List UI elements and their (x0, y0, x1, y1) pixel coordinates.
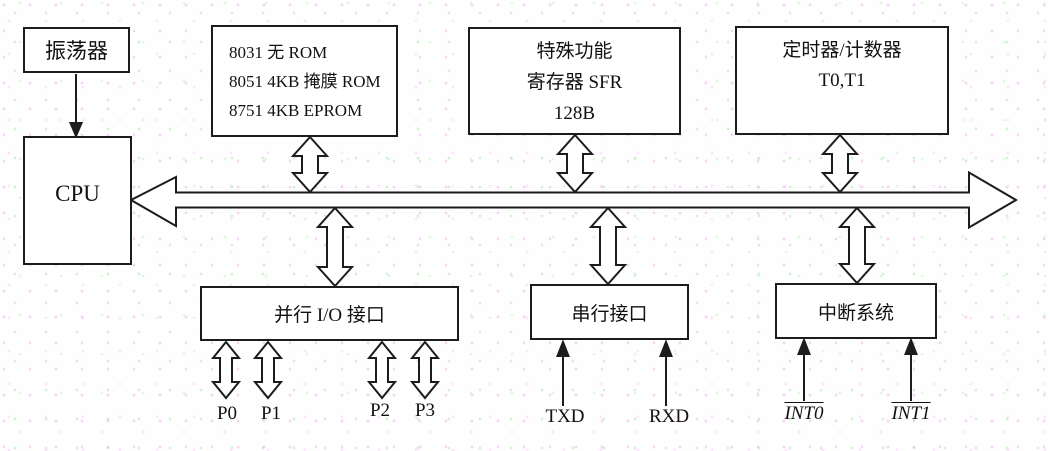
timer-line-1: 定时器/计数器 (782, 40, 902, 61)
int0-label: INT0 (784, 403, 824, 424)
rom-line-3: 8751 4KB EPROM (229, 101, 363, 120)
port-p3-double-arrow-icon (409, 340, 441, 400)
port-p3-label: P3 (414, 400, 436, 421)
cpu-box: CPU (23, 136, 132, 265)
rom-bus-double-arrow-icon (290, 135, 330, 194)
sfr-box: 特殊功能 寄存器 SFR 128B (468, 27, 681, 135)
serial-interface-label: 串行接口 (571, 303, 648, 325)
timer-counter-box: 定时器/计数器 T0,T1 (735, 26, 949, 135)
int0-input-arrow-icon (797, 337, 811, 401)
sfr-line-3: 128B (553, 103, 596, 124)
parallel-io-box: 并行 I/O 接口 (200, 286, 459, 341)
rom-line-2: 8051 4KB 掩膜 ROM (229, 72, 381, 91)
rom-line-1: 8031 无 ROM (229, 43, 328, 62)
port-p0-label: P0 (216, 403, 238, 424)
interrupt-system-box: 中断系统 (775, 283, 937, 339)
cpu-label: CPU (55, 180, 100, 206)
txd-label: TXD (545, 406, 585, 427)
int1-label: INT1 (891, 403, 931, 424)
parallel-io-label: 并行 I/O 接口 (274, 305, 385, 326)
system-bus-double-arrow-icon (128, 170, 1018, 230)
rom-box: 8031 无 ROM 8051 4KB 掩膜 ROM 8751 4KB EPRO… (211, 25, 398, 137)
oscillator-box: 振荡器 (23, 27, 130, 73)
timer-line-2: T0,T1 (818, 70, 866, 91)
port-p0-double-arrow-icon (210, 340, 242, 400)
oscillator-cpu-arrow-icon (68, 74, 84, 139)
port-p1-label: P1 (260, 403, 282, 424)
oscillator-label: 振荡器 (45, 39, 108, 63)
sfr-bus-double-arrow-icon (555, 133, 595, 194)
int1-input-arrow-icon (904, 337, 918, 401)
rxd-input-arrow-icon (659, 339, 673, 406)
sfr-line-2: 寄存器 SFR (526, 72, 623, 93)
timer-bus-double-arrow-icon (820, 133, 860, 194)
interrupt-system-label: 中断系统 (817, 302, 894, 324)
txd-input-arrow-icon (556, 339, 570, 406)
port-p1-double-arrow-icon (252, 340, 284, 400)
serial-bus-double-arrow-icon (588, 206, 628, 286)
serial-interface-box: 串行接口 (530, 284, 689, 340)
port-p2-double-arrow-icon (366, 340, 398, 400)
interrupt-bus-double-arrow-icon (837, 206, 877, 285)
parallel-io-bus-double-arrow-icon (315, 206, 355, 288)
port-p2-label: P2 (369, 400, 391, 421)
rxd-label: RXD (648, 406, 690, 427)
sfr-line-1: 特殊功能 (536, 41, 613, 62)
